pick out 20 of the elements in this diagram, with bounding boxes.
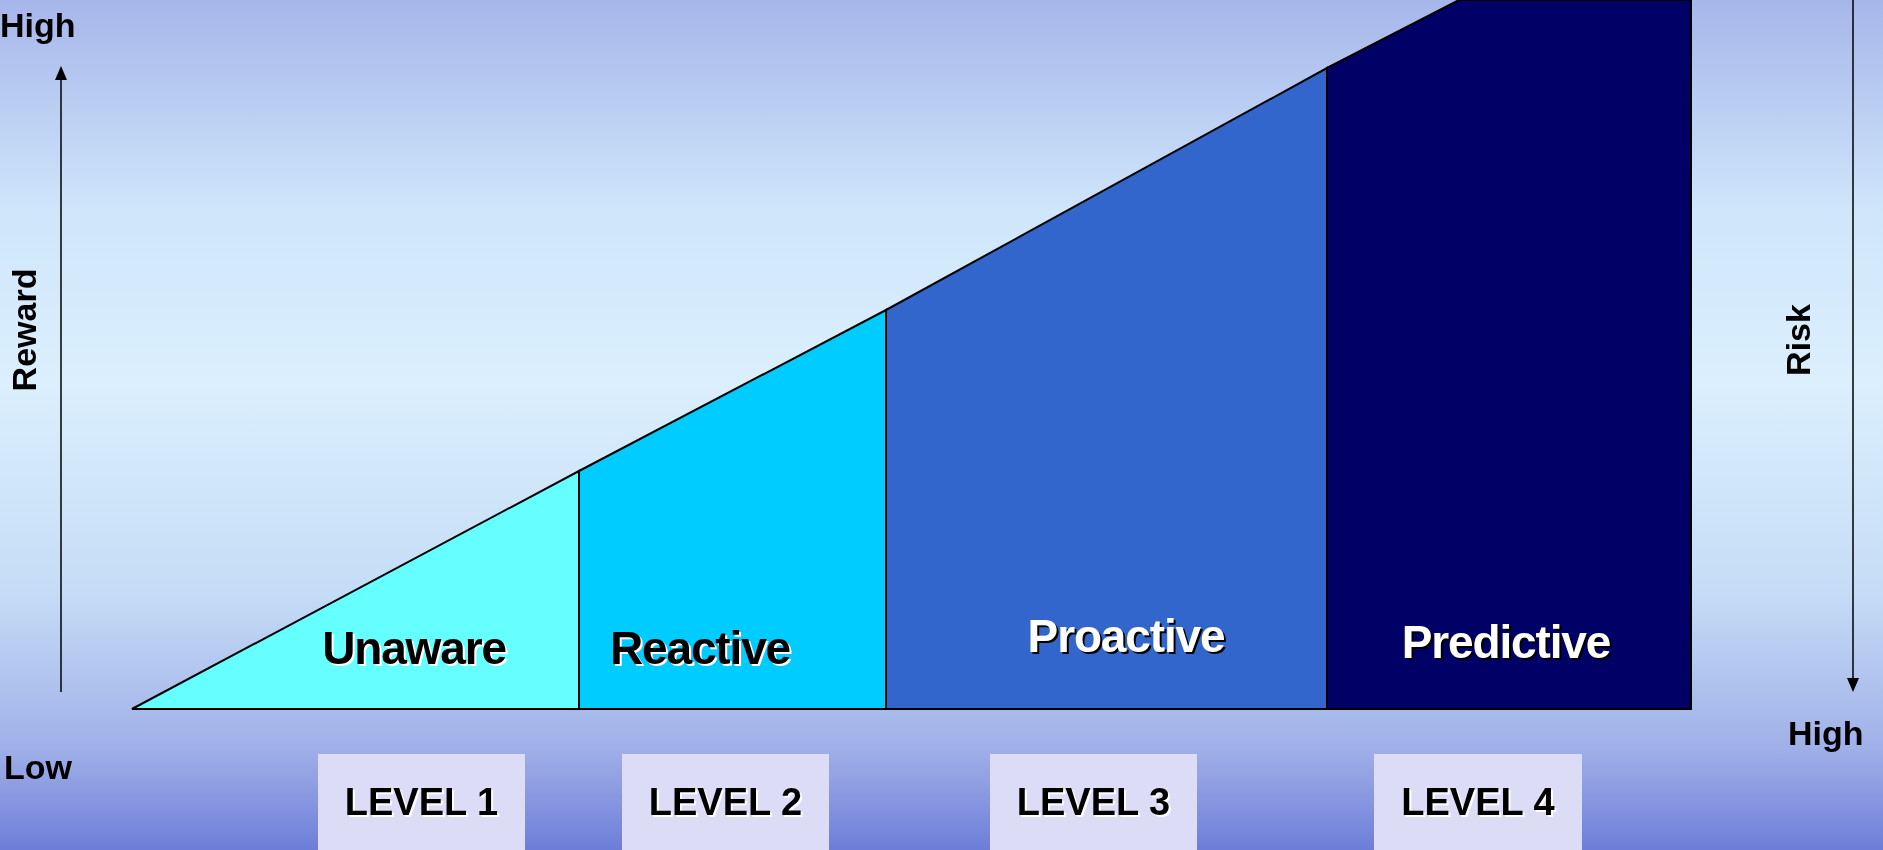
axis-label: High bbox=[0, 5, 76, 46]
axis-label: Reward bbox=[3, 268, 44, 392]
level-label: LEVEL 2 bbox=[648, 779, 803, 825]
stage-label: Predictive bbox=[1401, 614, 1611, 670]
level-label: LEVEL 3 bbox=[1016, 779, 1171, 825]
stage-label: Proactive bbox=[1027, 608, 1225, 664]
level-label: LEVEL 4 bbox=[1401, 779, 1555, 825]
stage-area bbox=[1327, 0, 1691, 709]
stage-area bbox=[132, 471, 579, 709]
level-box bbox=[990, 754, 1197, 850]
level-label: LEVEL 1 bbox=[344, 779, 499, 825]
axis-label: Low bbox=[4, 747, 72, 788]
axis-label: High bbox=[1788, 713, 1864, 754]
level-box bbox=[1374, 754, 1582, 850]
stage-label: Reactive bbox=[610, 620, 790, 676]
level-box bbox=[622, 754, 829, 850]
stage-area bbox=[886, 68, 1327, 709]
axis-label: Risk bbox=[1777, 304, 1818, 376]
level-box bbox=[318, 754, 525, 850]
stage-label: Unaware bbox=[322, 620, 506, 676]
